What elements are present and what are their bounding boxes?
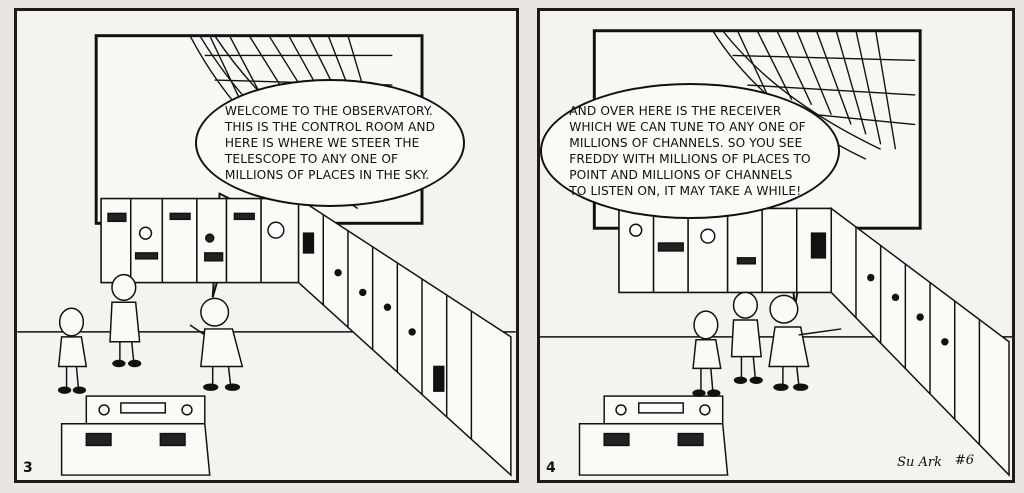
speech-bubble: AND OVER HERE IS THE RECEIVER WHICH WE C… (540, 83, 840, 219)
speech-text: WELCOME TO THE OBSERVATORY. THIS IS THE … (224, 104, 436, 182)
scientist-character (189, 297, 244, 391)
comic-panel-3: WELCOME TO THE OBSERVATORY. THIS IS THE … (14, 8, 519, 483)
scientist-character (768, 294, 842, 391)
issue-number: #6 (954, 453, 974, 468)
equipment-rack (100, 197, 300, 284)
panel-number: 3 (23, 460, 33, 476)
receiver-room-scene (540, 29, 1012, 477)
speech-bubble: WELCOME TO THE OBSERVATORY. THIS IS THE … (195, 79, 465, 207)
receiver-rack (618, 207, 833, 294)
comic-panel-4: AND OVER HERE IS THE RECEIVER WHICH WE C… (537, 8, 1015, 483)
equipment-rack-perspective (297, 197, 512, 477)
control-room-scene (17, 34, 516, 477)
speech-text: AND OVER HERE IS THE RECEIVER WHICH WE C… (569, 104, 811, 198)
boy-character (692, 310, 722, 397)
father-character (109, 273, 142, 368)
control-console (578, 395, 729, 476)
boy-character (57, 307, 88, 394)
receiver-rack-perspective (830, 206, 1010, 477)
artist-signature: Su Ark (897, 455, 942, 470)
control-console (60, 395, 211, 476)
father-character (730, 291, 763, 384)
panel-number: 4 (546, 460, 556, 476)
